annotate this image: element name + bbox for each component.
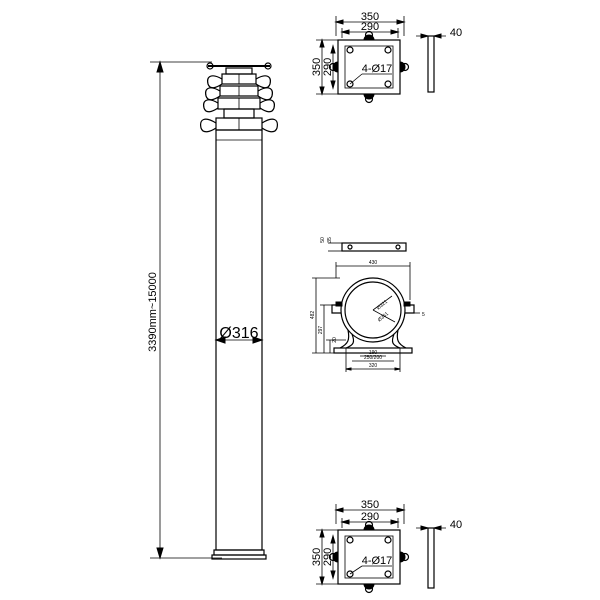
clamp-dia-inner: Ø321: [376, 299, 389, 312]
clamp-ring-outer: [340, 277, 406, 343]
bolt-hole: [384, 46, 392, 54]
bolt-hole: [346, 80, 354, 88]
bottom-plate-lugs: [328, 520, 410, 594]
clamp-top-width: 430: [369, 260, 378, 266]
bottom-plate-hole-label: 4-Ø17: [362, 555, 393, 567]
bottom-plate-width-outer: 350: [361, 499, 379, 511]
arrow-up-icon: [156, 60, 164, 73]
bottom-plate-width-inner: 290: [361, 511, 379, 523]
clamp-flat-h1: 50: [320, 237, 326, 243]
bottom-plate-side-view: [427, 527, 435, 589]
clamp-side-a: 5: [422, 312, 425, 318]
bolt-hole: [346, 46, 354, 54]
mast-top-cap: [206, 62, 272, 75]
mast-collar-3: [203, 97, 275, 113]
clamp-flat-bar: [341, 242, 407, 252]
clamp-detail: 50 35 430 Ø321 Ø361 5: [310, 237, 425, 372]
top-plate-side-view: [427, 35, 435, 93]
arrow-down-icon: [156, 547, 164, 560]
mast-base-collar: [213, 549, 265, 556]
bolt-hole: [384, 570, 392, 578]
top-plate-height-inner: 290: [322, 58, 334, 76]
top-plate-height-outer: 350: [311, 58, 323, 76]
clamp-bolt-span: 190: [369, 350, 378, 356]
clamp-flat-h2: 35: [327, 237, 333, 243]
mast-collar-1: [207, 73, 271, 89]
top-mounting-plate: 350 290 350: [311, 11, 462, 104]
clamp-base: [333, 347, 413, 354]
clamp-inner-height: 297: [318, 326, 324, 335]
top-plate-thickness: 40: [450, 27, 462, 39]
arrow-right-icon: [252, 336, 264, 344]
bottom-plate-thickness: 40: [450, 519, 462, 531]
bolt-hole: [346, 536, 354, 544]
top-plate-width-outer: 350: [361, 11, 379, 23]
top-plate-hole-label: 4-Ø17: [362, 63, 393, 75]
clamp-height: 482: [310, 311, 316, 320]
mast-elevation: 3390mm~15000: [147, 60, 278, 560]
mast-base-plate: [211, 554, 267, 560]
bottom-mounting-plate: 350 290 350: [311, 499, 462, 594]
height-label: 3390mm~15000: [147, 272, 159, 352]
mast-collar-2: [205, 85, 273, 101]
clamp-base-width: 320: [369, 363, 378, 369]
clamp-ring-inner: [344, 281, 402, 339]
mast-section-inner: [223, 108, 255, 119]
bolt-hole: [346, 570, 354, 578]
bottom-plate-height-outer: 350: [311, 548, 323, 566]
top-plate-width-inner: 290: [361, 21, 379, 33]
clamp-base-height: 20: [332, 337, 338, 343]
bolt-hole: [384, 80, 392, 88]
top-plate-lugs: [328, 30, 410, 104]
arrow-left-icon: [214, 336, 226, 344]
diameter-label: Ø316: [219, 325, 258, 342]
bolt-hole: [384, 536, 392, 544]
bottom-plate-height-inner: 290: [322, 548, 334, 566]
clamp-bolt-detail: 250/200: [364, 355, 382, 361]
